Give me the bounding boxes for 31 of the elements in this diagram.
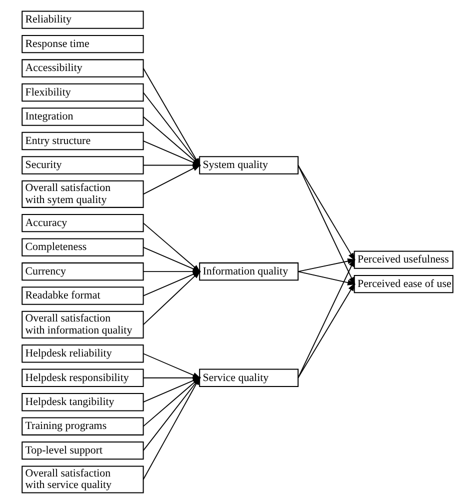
arrow [297, 164, 355, 262]
node-box: Entry structure [21, 132, 144, 150]
arrow [297, 258, 356, 272]
node-box: Helpdesk reliability [21, 344, 144, 363]
node-box: Helpdesk tangibility [21, 392, 144, 412]
node-box: Accessibility [21, 59, 144, 78]
node-box: Service quality [198, 368, 298, 387]
arrow [297, 271, 356, 286]
node-box: Overall satisfaction with information quality [21, 310, 144, 338]
node-box: Flexibility [21, 83, 144, 102]
node-box: Completeness [21, 238, 144, 256]
arrow [142, 164, 200, 195]
arrow [297, 282, 355, 378]
node-box: Readabke format [21, 286, 144, 305]
node-box: Response time [21, 34, 144, 54]
node-box: Training programs [21, 417, 144, 436]
node-box: Perceived usefulness [353, 250, 453, 269]
node-box: Security [21, 156, 144, 174]
node-box: Helpdesk responsibility [21, 368, 144, 387]
node-box: Information quality [198, 262, 298, 281]
node-box: Overall satisfaction with sytem quality [21, 180, 144, 208]
node-box: System quality [198, 156, 298, 174]
arrow [297, 258, 354, 378]
node-box: Reliability [21, 10, 144, 29]
arrow [297, 164, 354, 286]
node-box: Currency [21, 262, 144, 281]
node-box: Top-level support [21, 441, 144, 460]
node-box: Integration [21, 108, 144, 126]
node-box: Overall satisfaction with service quality [21, 466, 144, 494]
node-box: Perceived ease of use [353, 274, 453, 294]
node-box: Accuracy [21, 214, 144, 232]
